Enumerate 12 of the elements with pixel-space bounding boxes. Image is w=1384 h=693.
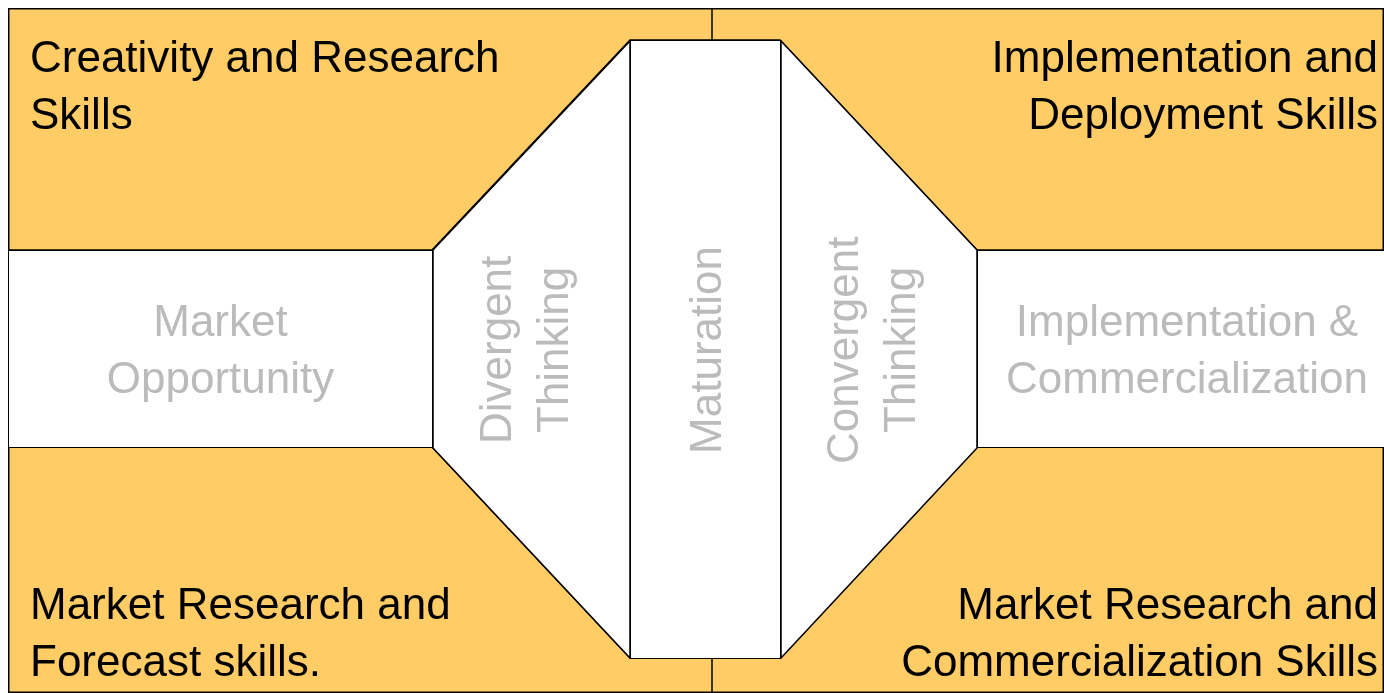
stage-box	[630, 40, 781, 659]
quadrant-heading: Market Research and Forecast skills.	[30, 578, 452, 687]
stage-box	[977, 250, 1384, 448]
stage-label: Convergent Thinking	[817, 234, 925, 466]
quadrant-heading: Creativity and Research Skills	[30, 31, 501, 140]
quadrant-heading: Implementation and Deployment Skills	[990, 31, 1378, 140]
stage-label: Market Opportunity	[105, 295, 336, 404]
stage-box	[8, 250, 433, 448]
quadrant-heading: Market Research and Commercialization Skills	[900, 578, 1378, 687]
stage-label: Divergent Thinking	[469, 254, 578, 446]
stage-label: Maturation	[680, 245, 731, 454]
stage-label: Implementation & Commercialization	[1005, 295, 1369, 404]
